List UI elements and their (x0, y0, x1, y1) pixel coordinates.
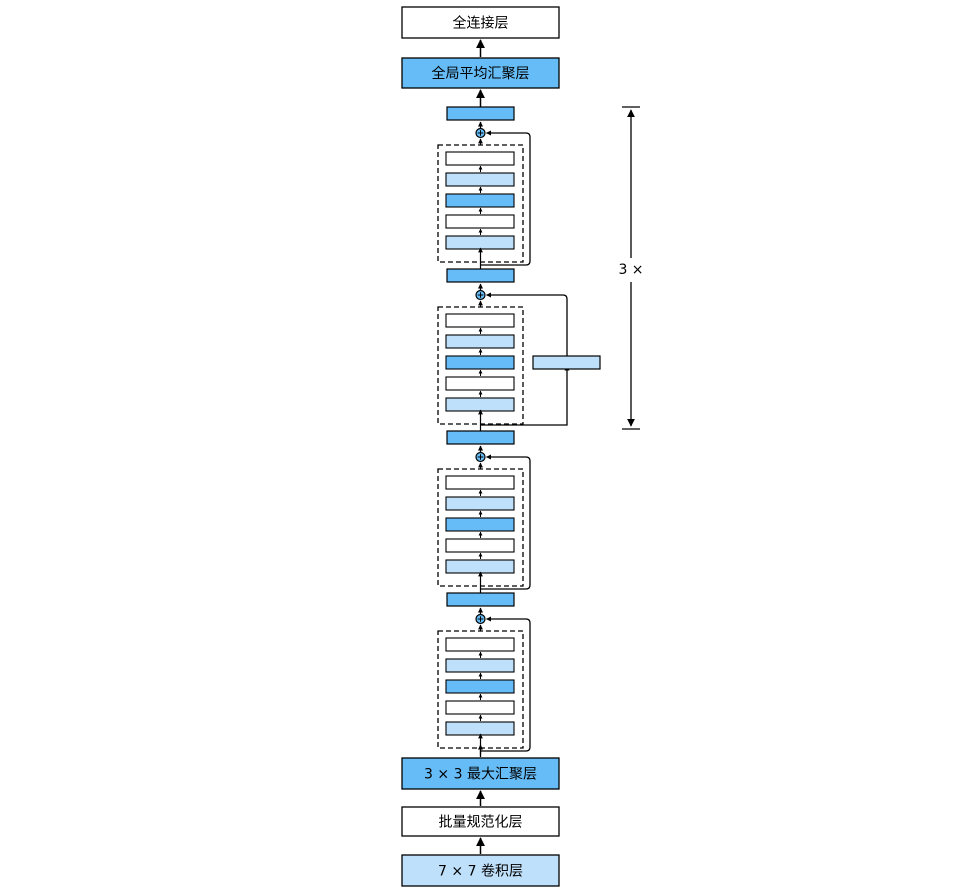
max-pool-label: 3 × 3 最大汇聚层 (424, 767, 537, 783)
inner-layer (445, 721, 515, 736)
inner-layer (445, 355, 515, 370)
inner-layer (445, 397, 515, 412)
inner-layer (445, 235, 515, 250)
skip-connection (480, 130, 531, 266)
skip-connection (480, 365, 570, 426)
repeat-bracket: 3 × (618, 106, 644, 430)
inner-layer (445, 214, 515, 229)
residual-blocks (437, 106, 601, 757)
skip-connection (480, 616, 531, 752)
inner-layer (445, 151, 515, 166)
inner-layer (445, 193, 515, 208)
inner-layer (445, 700, 515, 715)
block-output-bar (446, 106, 515, 121)
batch-norm-layer: 批量规范化层 (401, 806, 560, 837)
inner-layer (445, 517, 515, 532)
inner-layer (445, 376, 515, 391)
skip-connection (485, 292, 568, 356)
projection-conv-layer (532, 355, 601, 370)
inner-layer (445, 172, 515, 187)
batch-norm-label: 批量规范化层 (439, 814, 523, 831)
global-avg-pool-layer: 全局平均汇聚层 (401, 57, 560, 89)
inner-layer (445, 538, 515, 553)
skip-connection (480, 454, 531, 590)
max-pool-layer: 3 × 3 最大汇聚层 (401, 757, 560, 790)
block-output-bar (446, 430, 515, 445)
inner-layer (445, 313, 515, 328)
inner-layer (445, 334, 515, 349)
block-output-bar (446, 592, 515, 607)
global-avg-pool-label: 全局平均汇聚层 (432, 65, 530, 82)
conv-layer: 7 × 7 卷积层 (401, 854, 560, 887)
inner-layer (445, 496, 515, 511)
block-output-bar (446, 268, 515, 283)
fc-layer-label: 全连接层 (453, 15, 509, 32)
inner-layer (445, 679, 515, 694)
inner-layer (445, 475, 515, 490)
fc-layer: 全连接层 (401, 6, 560, 39)
inner-layer (445, 559, 515, 574)
inner-layer (445, 658, 515, 673)
inner-layer (445, 637, 515, 652)
repeat-label: 3 × (618, 262, 643, 278)
conv-layer-label: 7 × 7 卷积层 (438, 864, 523, 880)
